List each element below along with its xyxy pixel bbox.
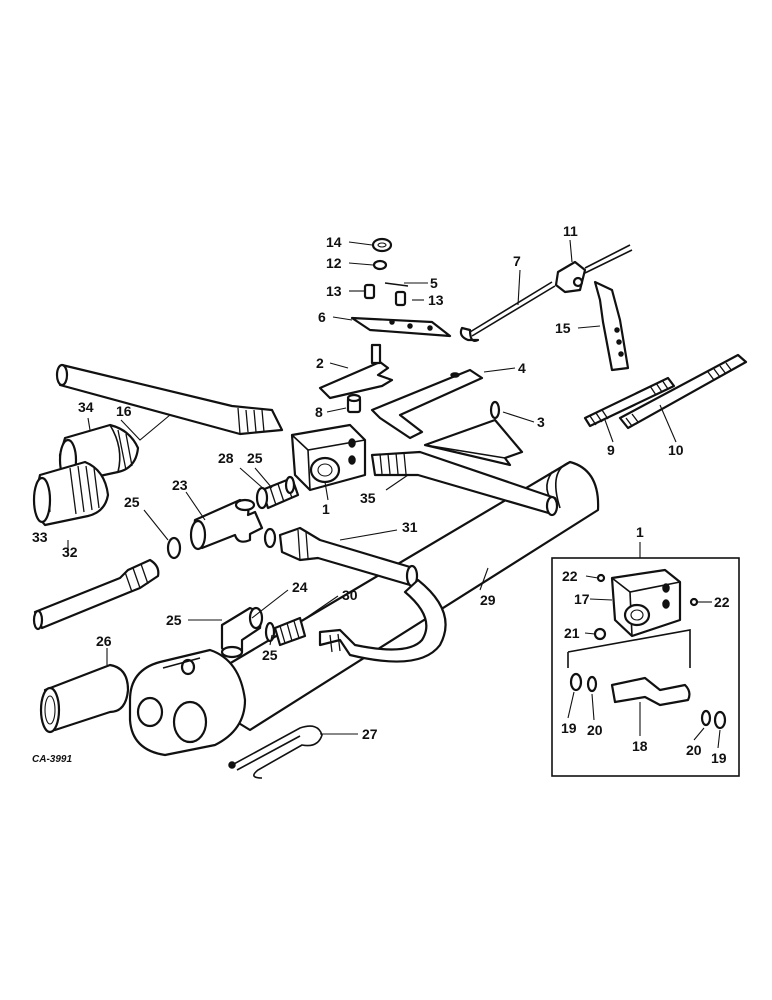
clevis-pin (39, 663, 130, 734)
hose-32 (32, 558, 160, 631)
bracket-plate-3 (423, 400, 524, 467)
callout-11: 11 (563, 223, 578, 239)
adapter-fitting-30 (264, 616, 307, 647)
leader-lines (49, 239, 721, 749)
hose-31 (278, 526, 419, 588)
tube-16 (55, 363, 284, 436)
callout-5: 5 (430, 275, 438, 291)
callout-20a: 20 (587, 722, 603, 738)
callout-25b: 25 (124, 494, 140, 510)
callout-24: 24 (292, 579, 308, 595)
callout-19a: 19 (561, 720, 577, 736)
callout-30: 30 (342, 587, 358, 603)
o-rings (166, 475, 296, 560)
callout-22b: 22 (714, 594, 730, 610)
callout-26: 26 (96, 633, 112, 649)
callout-13b: 13 (428, 292, 444, 308)
yoke-11 (554, 244, 633, 294)
callout-6: 6 (318, 309, 326, 325)
cylinder-clevis (128, 648, 247, 757)
callout-19b: 19 (711, 750, 727, 766)
hose-loop (318, 578, 447, 663)
callout-22a: 22 (562, 568, 578, 584)
callout-32: 32 (62, 544, 78, 560)
diagram-reference: CA-3991 (32, 754, 72, 765)
coupler-33 (32, 460, 110, 527)
callout-14: 14 (326, 234, 342, 250)
callout-17: 17 (574, 591, 590, 607)
sleeve-8 (346, 393, 362, 414)
callout-33: 33 (32, 529, 48, 545)
callout-9: 9 (607, 442, 615, 458)
rod-7 (459, 281, 556, 342)
callout-20b: 20 (686, 742, 702, 758)
callout-15: 15 (555, 320, 571, 336)
callout-10: 10 (668, 442, 684, 458)
callout-8: 8 (315, 404, 323, 420)
bracket-4 (370, 368, 484, 440)
callout-16: 16 (116, 403, 132, 419)
valve-body-inset (551, 557, 740, 777)
lever-2 (318, 343, 394, 400)
callout-7: 7 (513, 253, 521, 269)
rod-9 (583, 376, 676, 428)
callout-4: 4 (518, 360, 526, 376)
callout-23: 23 (172, 477, 188, 493)
callout-13a: 13 (326, 283, 342, 299)
callout-labels: 14 12 13 13 5 6 7 11 15 2 4 8 3 9 10 34 … (32, 223, 730, 766)
callout-25a: 25 (247, 450, 263, 466)
small-hardware (363, 237, 409, 307)
callout-1b: 1 (636, 524, 644, 540)
callout-29: 29 (480, 592, 496, 608)
elbow-fitting (220, 606, 264, 659)
hair-pin (228, 725, 323, 779)
callout-21: 21 (564, 625, 580, 641)
tube-35 (370, 450, 559, 517)
bracket-15 (593, 280, 630, 372)
tee-fitting (189, 498, 264, 551)
callout-28: 28 (218, 450, 234, 466)
callout-18: 18 (632, 738, 648, 754)
callout-34: 34 (78, 399, 94, 415)
hydraulic-cylinder (183, 460, 600, 732)
callout-2: 2 (316, 355, 324, 371)
rod-10 (618, 353, 748, 430)
callout-25d: 25 (262, 647, 278, 663)
callout-12: 12 (326, 255, 342, 271)
callout-35: 35 (360, 490, 376, 506)
callout-3: 3 (537, 414, 545, 430)
callout-1a: 1 (322, 501, 330, 517)
plate-6 (350, 316, 452, 338)
callout-25c: 25 (166, 612, 182, 628)
valve-body (290, 423, 367, 492)
callout-27: 27 (362, 726, 378, 742)
callout-31: 31 (402, 519, 418, 535)
